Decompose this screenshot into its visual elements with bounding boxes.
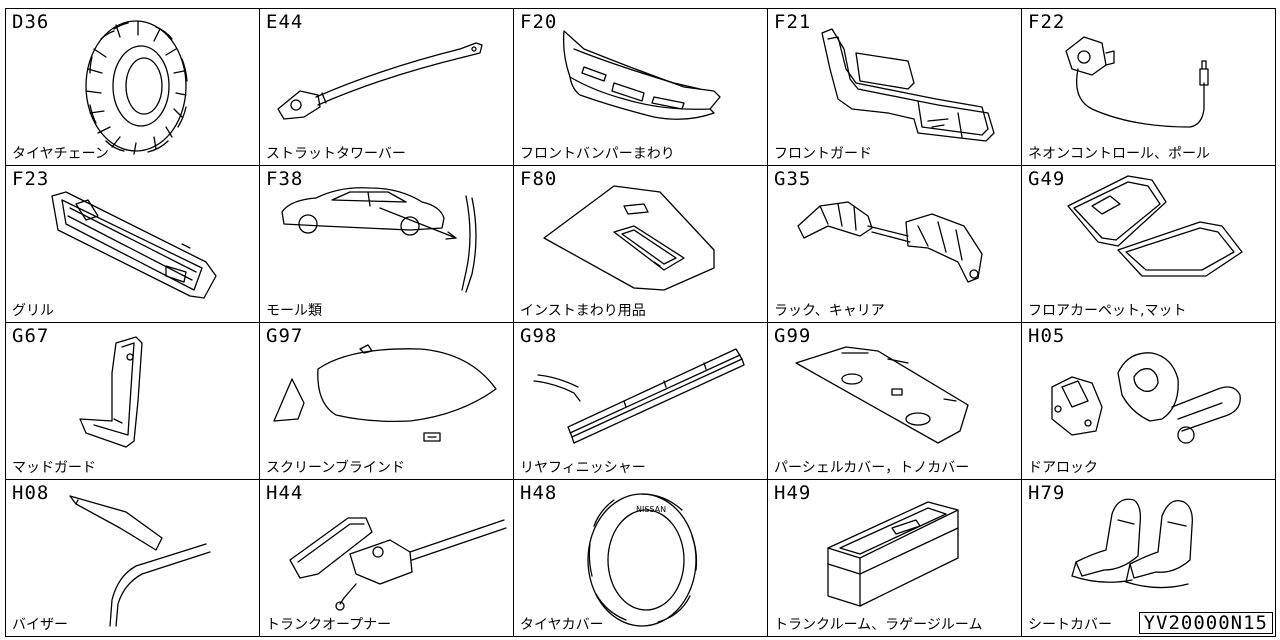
part-code: G35 — [774, 168, 812, 190]
part-code: D36 — [12, 11, 50, 33]
part-label: バイザー — [12, 617, 68, 633]
catalog-cell-g49[interactable]: G49 フロアカーペット,マット — [1022, 166, 1276, 323]
screen-blind-icon — [273, 344, 497, 442]
front-bumper-icon — [562, 30, 721, 120]
parcel-shelf-cover-icon — [795, 346, 969, 444]
part-label: ストラットタワーバー — [266, 146, 406, 162]
part-label: シートカバー — [1028, 617, 1112, 633]
part-label: グリル — [12, 303, 54, 319]
part-label: タイヤカバー — [520, 617, 604, 633]
part-code: F22 — [1028, 11, 1066, 33]
part-label: ドアロック — [1028, 460, 1098, 476]
visor-icon — [69, 495, 211, 627]
door-lock-icon — [1051, 352, 1241, 444]
part-code: F23 — [12, 168, 50, 190]
part-code: G49 — [1028, 168, 1066, 190]
grille-icon — [51, 191, 217, 299]
part-label: パーシェルカバー，トノカバー — [774, 460, 970, 476]
catalog-cell-g67[interactable]: G67 マッドガード — [6, 323, 260, 480]
part-code: H48 — [520, 482, 558, 504]
part-code: H08 — [12, 482, 50, 504]
tire-cover-icon: NISSAN — [587, 493, 698, 627]
catalog-cell-g99[interactable]: G99 パーシェルカバー，トノカバー — [768, 323, 1022, 480]
catalog-cell-h44[interactable]: H44 トランクオープナー — [260, 480, 514, 637]
luggage-room-icon — [827, 501, 959, 607]
neon-control-icon — [1065, 36, 1209, 128]
floor-mat-icon — [1067, 175, 1243, 277]
part-code: G97 — [266, 325, 304, 347]
part-code: G98 — [520, 325, 558, 347]
catalog-cell-h05[interactable]: H05 ドアロック — [1022, 323, 1276, 480]
moulding-icon — [281, 187, 477, 293]
catalog-cell-h08[interactable]: H08 バイザー — [6, 480, 260, 637]
trunk-opener-icon — [289, 517, 507, 611]
catalog-cell-h79[interactable]: H79 シートカバー — [1022, 480, 1276, 637]
parts-catalog-grid: D36 タイヤチェーン E44 ストラットタワーバー F20 フロントバンパーま… — [5, 8, 1276, 637]
catalog-cell-e44[interactable]: E44 ストラットタワーバー — [260, 9, 514, 166]
part-code: F20 — [520, 11, 558, 33]
part-label: トランクルーム、ラゲージルーム — [774, 617, 983, 633]
catalog-cell-f22[interactable]: F22 ネオンコントロール、ポール — [1022, 9, 1276, 166]
part-label: インストまわり用品 — [520, 303, 646, 319]
part-code: F21 — [774, 11, 812, 33]
rear-finisher-icon — [533, 348, 745, 444]
part-code: H49 — [774, 482, 812, 504]
part-label: ネオンコントロール、ポール — [1028, 146, 1210, 162]
part-label: リヤフィニッシャー — [520, 460, 646, 476]
catalog-cell-g35[interactable]: G35 ラック、キャリア — [768, 166, 1022, 323]
part-code: G67 — [12, 325, 50, 347]
part-code: E44 — [266, 11, 304, 33]
reference-code: YV20000N15 — [1138, 612, 1273, 634]
roof-rack-icon — [797, 201, 983, 283]
seat-cover-icon — [1071, 498, 1193, 589]
catalog-cell-d36[interactable]: D36 タイヤチェーン — [6, 9, 260, 166]
part-label: スクリーンブラインド — [266, 460, 405, 476]
part-label: ラック、キャリア — [774, 303, 885, 319]
catalog-cell-h49[interactable]: H49 トランクルーム、ラゲージルーム — [768, 480, 1022, 637]
part-code: G99 — [774, 325, 812, 347]
part-label: フロントバンパーまわり — [520, 146, 675, 162]
catalog-cell-f80[interactable]: F80 インストまわり用品 — [514, 166, 768, 323]
part-code: F38 — [266, 168, 304, 190]
tire-cover-brand: NISSAN — [636, 505, 666, 514]
catalog-cell-h48[interactable]: NISSAN H48 タイヤカバー — [514, 480, 768, 637]
part-label: トランクオープナー — [266, 617, 392, 633]
part-label: モール類 — [266, 303, 322, 319]
mud-guard-icon — [79, 336, 143, 448]
part-label: タイヤチェーン — [12, 146, 109, 162]
part-code: F80 — [520, 168, 558, 190]
catalog-cell-f20[interactable]: F20 フロントバンパーまわり — [514, 9, 768, 166]
part-code: H44 — [266, 482, 304, 504]
catalog-cell-f21[interactable]: F21 フロントガード — [768, 9, 1022, 166]
catalog-cell-g97[interactable]: G97 スクリーンブラインド — [260, 323, 514, 480]
strut-tower-bar-icon — [277, 42, 483, 120]
catalog-cell-f38[interactable]: F38 モール類 — [260, 166, 514, 323]
part-label: フロアカーペット,マット — [1028, 303, 1187, 319]
part-label: マッドガード — [12, 460, 96, 476]
instrument-panel-icon — [543, 185, 715, 291]
catalog-cell-f23[interactable]: F23 グリル — [6, 166, 260, 323]
tire-chain-icon — [85, 20, 188, 155]
part-label: フロントガード — [774, 146, 872, 162]
catalog-cell-g98[interactable]: G98 リヤフィニッシャー — [514, 323, 768, 480]
part-code: H79 — [1028, 482, 1066, 504]
part-code: H05 — [1028, 325, 1066, 347]
front-guard-icon — [821, 28, 995, 142]
